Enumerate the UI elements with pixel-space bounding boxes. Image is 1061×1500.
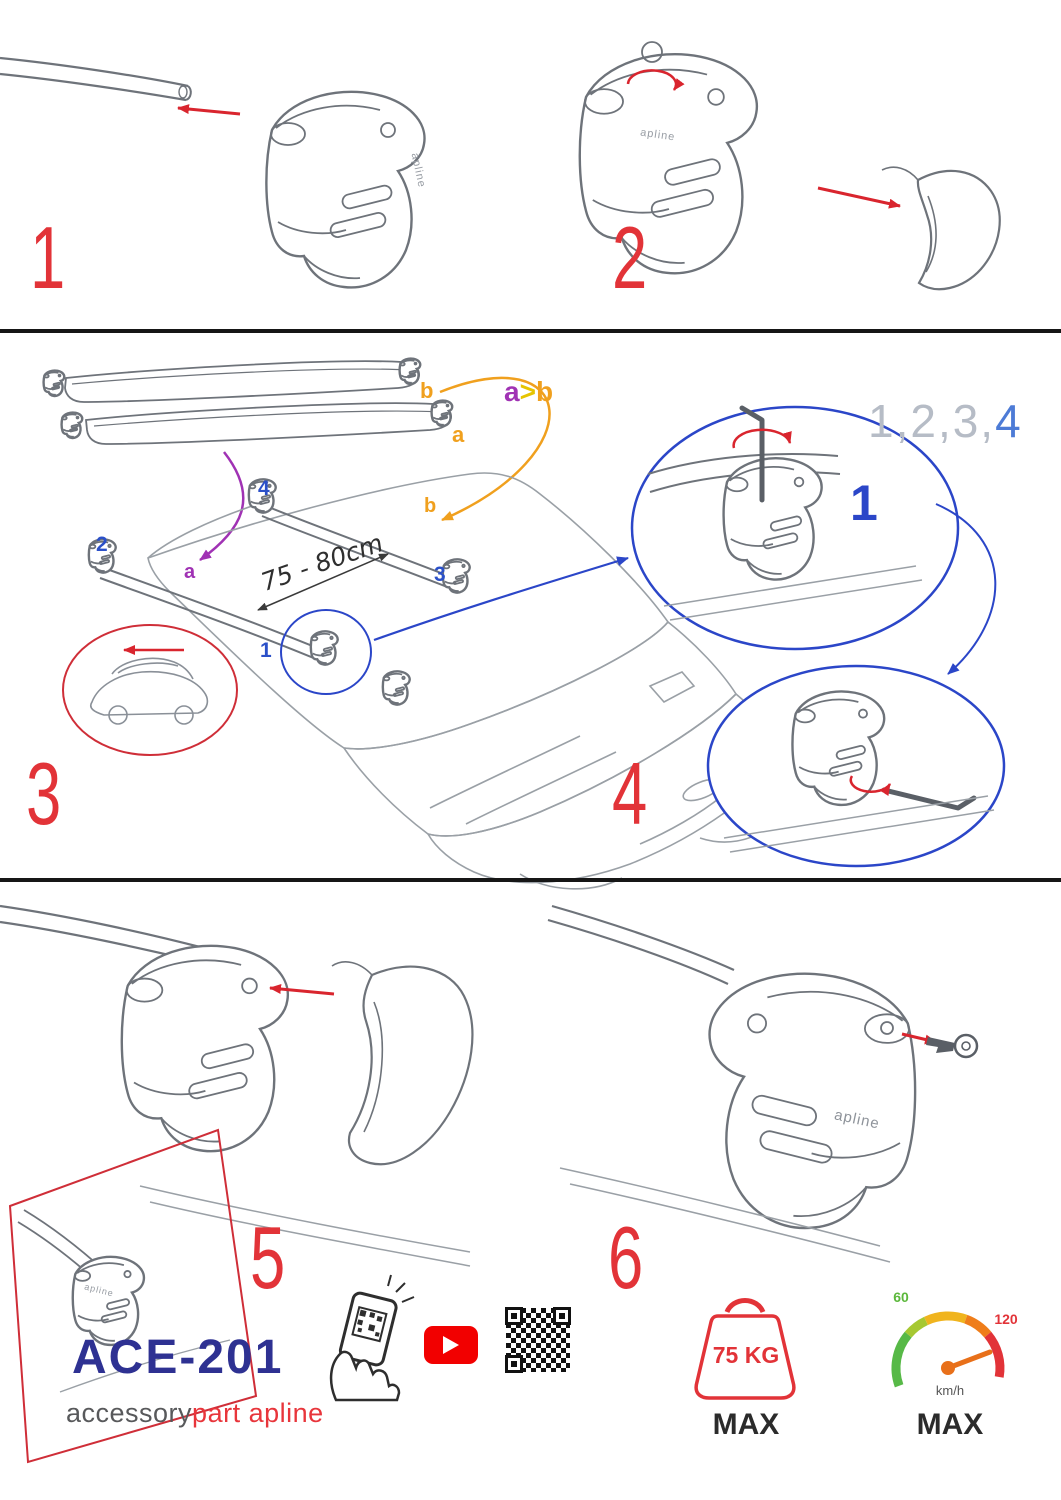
step2-foot <box>578 52 759 275</box>
rotate-arrow <box>732 428 792 449</box>
step-4-number: 4 <box>612 744 647 843</box>
insert-arrow <box>177 104 241 116</box>
section-divider-2 <box>0 878 1061 882</box>
car-roof-illustration <box>147 472 787 890</box>
brand-ap: ap <box>248 1398 280 1428</box>
step-1-number: 1 <box>30 208 65 307</box>
cover-piece <box>881 166 1001 291</box>
max-weight-value: 75 KG <box>712 1342 780 1368</box>
roof-position-2: 2 <box>96 533 108 556</box>
measurement-arrow <box>257 553 389 611</box>
order-b: b <box>535 376 554 407</box>
qr-finder-icon <box>553 1307 571 1325</box>
rotate-arrow <box>849 775 892 796</box>
detail-view-tighten-side <box>706 664 1006 868</box>
brand-wordmark: accessorypart apline <box>66 1400 324 1427</box>
detail-connector-curve <box>935 503 997 675</box>
step6-foot <box>707 972 917 1230</box>
lock-cylinder <box>880 1021 894 1035</box>
zoom-arrow <box>373 556 629 642</box>
hand-icon <box>329 1350 401 1402</box>
section-divider-1 <box>0 329 1061 333</box>
roof-position-3: 3 <box>434 563 446 586</box>
key-icon <box>926 1033 979 1059</box>
roof-label-a: a <box>184 561 196 583</box>
scan-phone-icon <box>329 1274 415 1402</box>
step1-illustration <box>0 56 426 289</box>
roof-foot-1 <box>310 631 338 665</box>
bar-open-end <box>178 85 188 99</box>
allen-key-icon <box>881 787 977 811</box>
roof-foot-3 <box>442 559 470 593</box>
mount-order-label: a>b <box>504 378 553 406</box>
orange-guide-curve <box>439 376 551 522</box>
sequence-last: 4 <box>995 395 1023 447</box>
bar-bottom-label: a <box>452 422 465 447</box>
crossbar-pair <box>43 358 551 562</box>
step-2-number: 2 <box>612 208 647 307</box>
speedometer-needle <box>945 1349 993 1371</box>
step1-foot <box>265 90 426 289</box>
youtube-icon <box>424 1326 478 1364</box>
qr-code-icon <box>505 1307 571 1373</box>
brand-accessory: accessory <box>66 1398 193 1428</box>
max-weight-label: MAX <box>712 1408 780 1441</box>
qr-finder-icon <box>505 1355 523 1373</box>
bar-a-foot-left <box>61 412 83 439</box>
product-model: ACE-201 <box>72 1331 284 1384</box>
roof-position-1: 1 <box>260 639 272 662</box>
speed-low-label: 60 <box>893 1289 909 1305</box>
detail-view-tighten-top <box>630 405 960 651</box>
max-weight-icon <box>694 1297 796 1400</box>
allen-key-icon <box>739 405 765 503</box>
speed-unit-label: km/h <box>935 1383 965 1398</box>
attach-cover-arrow <box>817 186 901 209</box>
brand-part: part <box>192 1398 241 1428</box>
step6-illustration <box>547 904 979 1263</box>
speed-high-label: 120 <box>994 1311 1018 1327</box>
detail-callout-number: 1 <box>850 475 878 531</box>
inset-region <box>8 1128 258 1464</box>
roof-position-4: 4 <box>258 477 270 500</box>
bar-a-foot-right <box>431 400 453 427</box>
play-icon <box>443 1336 459 1354</box>
cover-piece <box>331 961 474 1166</box>
bar-b-foot-left <box>43 370 65 397</box>
step5-foot <box>120 944 290 1153</box>
step-5-number: 5 <box>250 1208 285 1307</box>
step-6-number: 6 <box>608 1208 643 1307</box>
bar-top-label: b <box>420 378 434 403</box>
rotate-arrow <box>626 69 685 91</box>
brand-line: line <box>279 1398 324 1428</box>
order-a: a <box>504 376 520 407</box>
purple-guide-curve <box>199 451 245 562</box>
max-speed-label: MAX <box>916 1408 984 1441</box>
sequence-label: 1,2,3,4 <box>868 398 1023 444</box>
step-3-number: 3 <box>26 744 61 843</box>
qr-finder-icon <box>505 1307 523 1325</box>
roof-label-b: b <box>424 495 437 517</box>
max-speed-icon <box>891 1311 1005 1388</box>
roof-crossbars <box>99 505 465 665</box>
step2-illustration <box>578 41 1001 291</box>
adjuster-knob <box>641 41 663 63</box>
car-direction-callout <box>62 624 238 756</box>
roof-foot-spare <box>382 671 410 705</box>
bar-b-foot-right <box>399 358 421 385</box>
attach-cover-arrow <box>269 984 335 996</box>
order-gt: > <box>519 376 536 407</box>
highlight-circle-foot1 <box>280 609 372 695</box>
step5-illustration <box>0 904 474 1464</box>
sequence-first: 1,2,3, <box>868 395 996 447</box>
